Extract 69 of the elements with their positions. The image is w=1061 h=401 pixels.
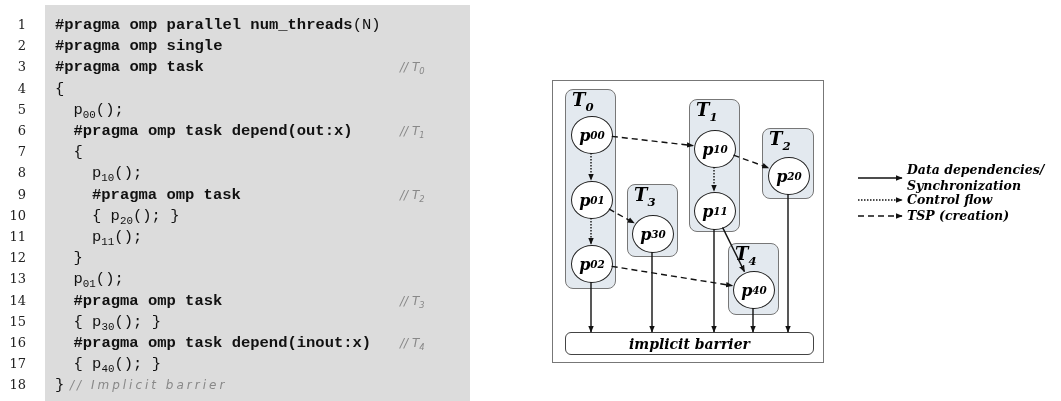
arrow	[649, 251, 655, 333]
arrow	[588, 217, 594, 245]
code-line: p$_{10}$();	[92, 164, 143, 187]
arrow	[711, 166, 717, 192]
line-number: 15	[8, 312, 26, 331]
line-number: 2	[16, 37, 26, 56]
line-number: 1	[16, 16, 26, 34]
legend-text: Data dependencies/ Synchronization	[907, 162, 1046, 194]
code-line: #pragma omp task depend(out:x)	[73, 122, 353, 140]
task-group-box	[762, 128, 814, 199]
task-group-box	[565, 89, 616, 289]
code-line: {	[73, 143, 83, 162]
arrow	[608, 208, 635, 224]
code-line: p$_{11}$();	[92, 228, 143, 251]
code-line: #pragma omp parallel num_threads(N)	[55, 16, 381, 34]
legend-text: TSP (creation)	[907, 208, 1011, 224]
code-line: #pragma omp task depend(inout:x)	[73, 334, 372, 352]
arrow	[721, 226, 746, 273]
task-label: T$_{3}$	[634, 185, 656, 211]
code-line: p$_{00}$();	[73, 100, 124, 123]
code-line: #pragma omp single	[55, 37, 223, 56]
code-line: { p$_{20}$(); }	[92, 206, 180, 229]
code-comment: // T$_{1}$	[400, 123, 425, 143]
line-number: 3	[16, 58, 26, 77]
arrow	[711, 228, 717, 333]
barrier-box: implicit barrier	[565, 332, 814, 355]
line-number: 17	[8, 355, 26, 374]
line-number: 6	[16, 122, 26, 140]
code-line: {	[55, 79, 65, 98]
code-line: #pragma omp task	[55, 58, 204, 77]
legend-text: Control flow	[907, 192, 993, 208]
task-label: T$_{0}$	[572, 90, 594, 116]
code-comment: // Implicit barrier	[70, 377, 228, 395]
code-line: { p$_{40}$(); }	[73, 355, 161, 378]
arrow	[588, 152, 594, 181]
task-label: T$_{4}$	[735, 244, 757, 270]
arrow	[610, 265, 734, 288]
task-group-box	[728, 243, 779, 315]
task-label: T$_{1}$	[696, 100, 718, 126]
line-number: 5	[16, 100, 26, 119]
line-number: 16	[8, 334, 26, 352]
code-line: }	[73, 249, 83, 268]
line-number: 11	[8, 228, 26, 246]
arrow	[785, 193, 791, 333]
code-line: #pragma omp task	[73, 291, 223, 310]
line-number: 9	[16, 185, 26, 204]
line-number: 8	[16, 164, 26, 183]
line-number: 7	[16, 143, 26, 162]
arrow	[732, 154, 770, 169]
line-number: 12	[8, 249, 26, 268]
code-comment: // T$_{4}$	[400, 335, 425, 355]
code-line: #pragma omp task	[92, 185, 241, 204]
arrow	[611, 135, 694, 148]
line-number: 4	[16, 79, 26, 98]
task-group-box	[689, 99, 740, 232]
line-number: 13	[8, 270, 26, 289]
arrow	[588, 281, 594, 333]
line-number: 14	[8, 291, 26, 310]
task-label: T$_{2}$	[769, 129, 791, 155]
code-line: p$_{01}$();	[73, 270, 124, 293]
line-number: 10	[8, 206, 26, 225]
arrow	[750, 307, 756, 333]
code-comment: // T$_{2}$	[400, 186, 425, 206]
code-comment: // T$_{3}$	[400, 292, 425, 312]
line-number: 18	[8, 376, 26, 395]
code-line: { p$_{30}$(); }	[73, 312, 161, 335]
task-group-box	[627, 184, 678, 257]
code-comment: // T$_{0}$	[400, 59, 425, 79]
code-line: }	[55, 376, 65, 395]
